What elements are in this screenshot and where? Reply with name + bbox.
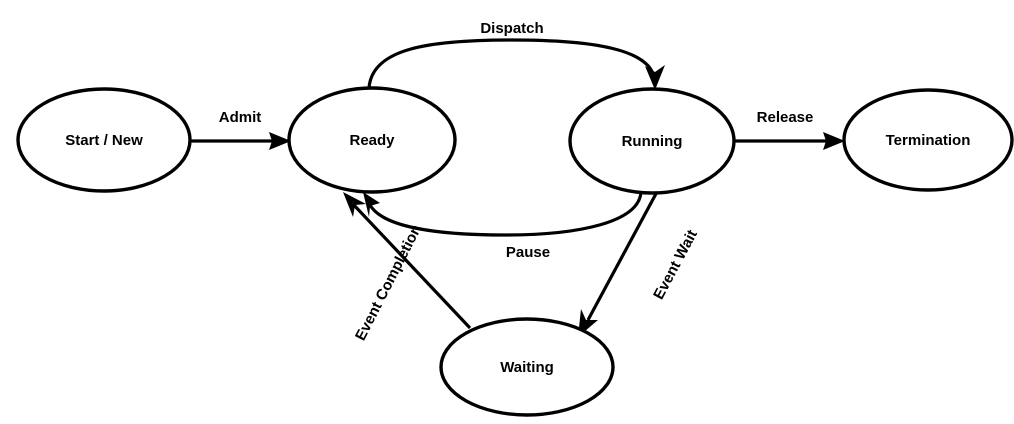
edge-admit-arrowhead	[269, 132, 291, 150]
node-start-label: Start / New	[65, 132, 143, 149]
edge-dispatch-label: Dispatch	[480, 20, 543, 37]
edge-event-completion-arrowhead	[343, 192, 366, 217]
edge-event-completion-line	[350, 201, 472, 330]
node-termination-ellipse[interactable]	[842, 88, 1014, 192]
edge-event-wait-label: Event Wait	[650, 227, 701, 302]
edge-event-wait-line	[586, 189, 660, 321]
node-running-ellipse[interactable]	[568, 87, 736, 195]
edge-admit-label: Admit	[219, 109, 262, 126]
edge-admit: Admit	[190, 109, 291, 150]
edge-pause-arc	[368, 191, 643, 237]
node-ready[interactable]: Ready	[287, 86, 457, 194]
edge-release-label: Release	[757, 109, 814, 126]
node-start[interactable]: Start / New	[16, 87, 192, 193]
node-ready-label: Ready	[349, 132, 395, 149]
edge-release-arrowhead	[823, 132, 845, 150]
edge-release: Release	[735, 109, 845, 150]
node-waiting-label: Waiting	[500, 359, 554, 376]
edge-dispatch-arc	[367, 38, 656, 89]
node-start-ellipse[interactable]	[16, 87, 192, 193]
node-running-label: Running	[622, 133, 683, 150]
edge-pause-arrowhead	[363, 192, 380, 217]
edge-dispatch-arrowhead	[645, 65, 665, 90]
edge-pause-label: Pause	[506, 244, 550, 261]
node-waiting-ellipse[interactable]	[439, 317, 615, 417]
node-ready-ellipse[interactable]	[287, 86, 457, 194]
node-running[interactable]: Running	[568, 87, 736, 195]
edge-pause: Pause	[363, 191, 643, 261]
edge-event-completion: Event Completion	[343, 192, 472, 343]
node-waiting[interactable]: Waiting	[439, 317, 615, 417]
node-termination[interactable]: Termination	[842, 88, 1014, 192]
node-termination-label: Termination	[886, 132, 971, 149]
edge-event-wait: Event Wait	[578, 189, 701, 337]
edge-dispatch: Dispatch	[367, 20, 665, 90]
